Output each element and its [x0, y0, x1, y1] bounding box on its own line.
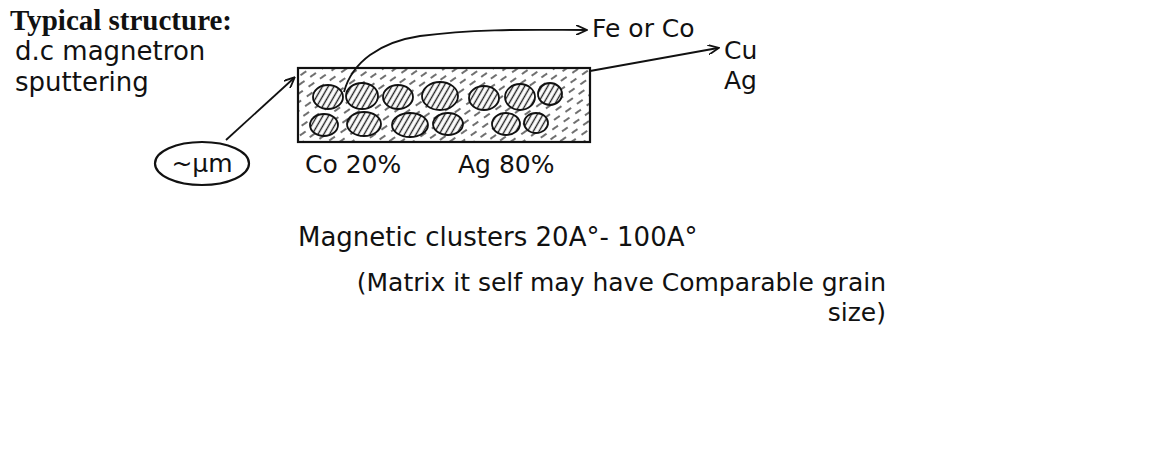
matrix-note: (Matrix it self may have Comparable grai… [296, 268, 886, 328]
node-text: ~µm [171, 149, 232, 178]
ellipse-node: ~µm [153, 140, 251, 187]
size-note: Magnetic clusters 20A°- 100A° [298, 222, 697, 253]
diagram-title: Typical structure: [10, 3, 232, 38]
material-label: Cu Ag [724, 36, 774, 96]
film-rectangle [298, 68, 590, 142]
thickness-arrow [226, 78, 294, 140]
magnetic-clusters [310, 82, 562, 137]
material-label: Fe or Co [592, 14, 695, 44]
leader-arrow [344, 30, 586, 92]
composition-label: Ag 80% [458, 150, 554, 180]
leader-arrow [590, 48, 718, 71]
composition-label: Co 20% [305, 150, 401, 180]
process-note: d.c magnetron sputtering [15, 36, 230, 98]
